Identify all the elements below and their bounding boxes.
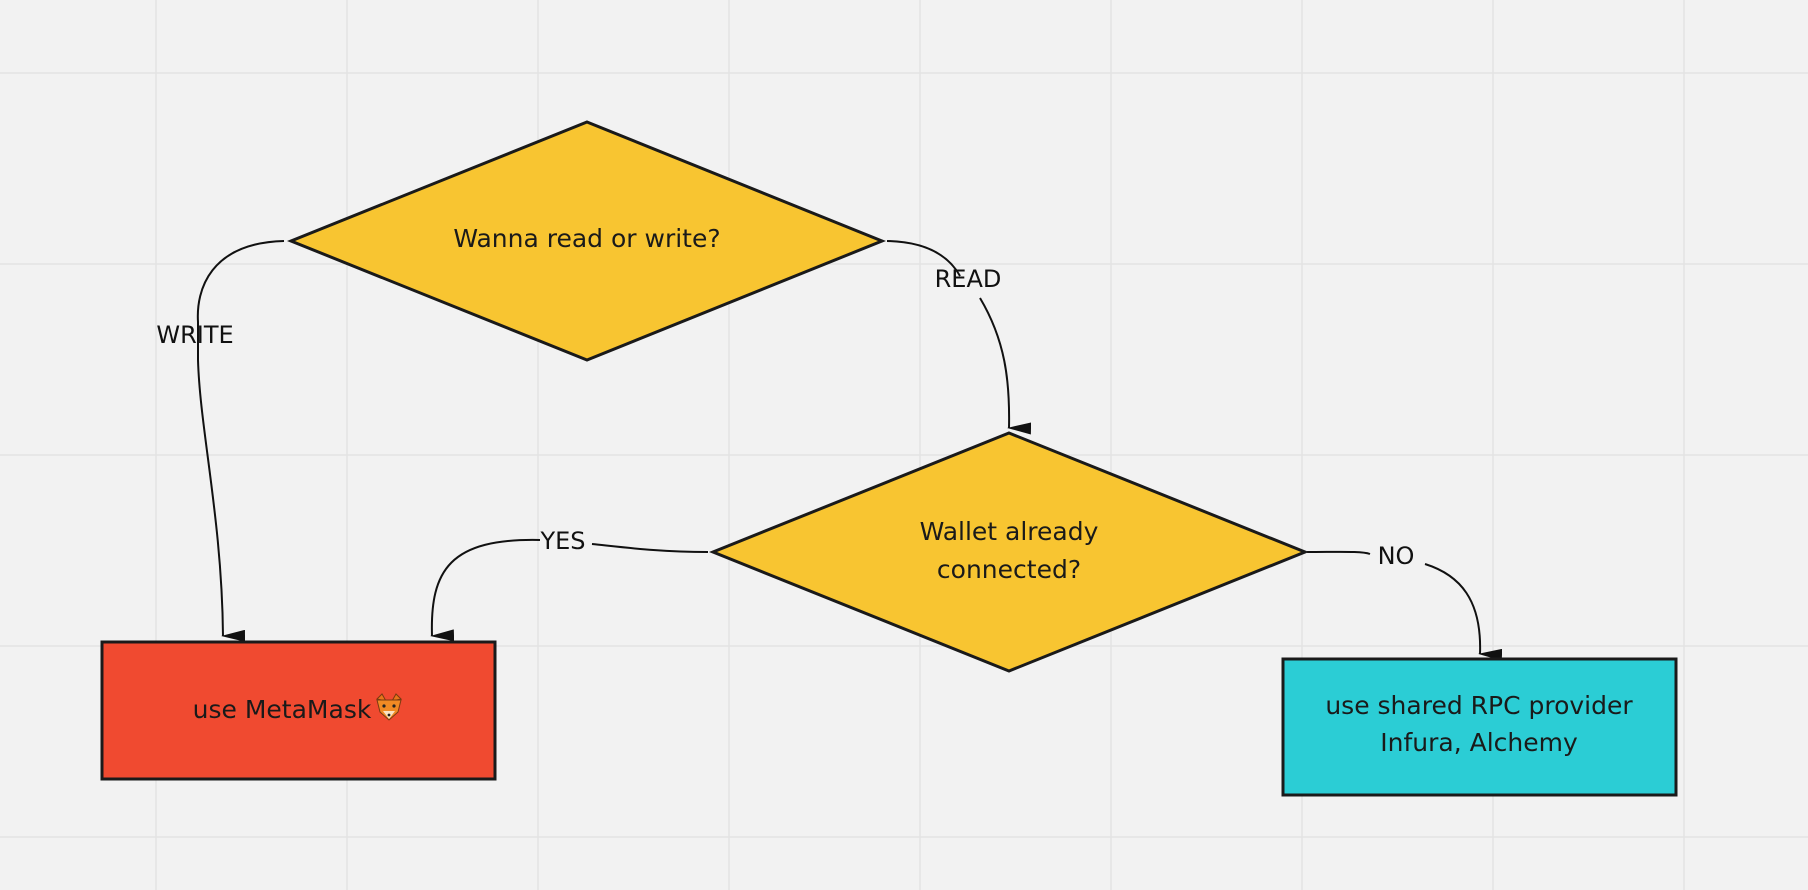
edge-no[interactable] <box>1306 550 1480 654</box>
decision-read-or-write-text: Wanna read or write? <box>453 224 720 253</box>
decision-wallet-line2: connected? <box>937 555 1081 584</box>
decision-read-or-write[interactable]: Wanna read or write? <box>286 120 887 362</box>
rpc-line1: use shared RPC provider <box>1325 691 1633 720</box>
decision-wallet-line1: Wallet already <box>920 517 1099 546</box>
edge-yes[interactable] <box>432 538 709 636</box>
box-use-shared-rpc-provider[interactable]: use shared RPC provider Infura, Alchemy <box>1281 657 1678 797</box>
rpc-line2: Infura, Alchemy <box>1380 728 1578 757</box>
fox-icon <box>376 693 402 721</box>
decision-wallet-connected[interactable]: Wallet already connected? <box>708 431 1310 673</box>
edge-label-write: WRITE <box>156 321 233 349</box>
metamask-label: use MetaMask <box>193 695 372 724</box>
box-use-metamask[interactable]: use MetaMask <box>100 640 497 781</box>
edge-label-no: NO <box>1378 542 1415 570</box>
edge-read[interactable] <box>886 240 1009 428</box>
edge-label-yes: YES <box>539 527 585 555</box>
edge-label-read: READ <box>935 265 1002 293</box>
edge-write[interactable] <box>196 240 285 642</box>
